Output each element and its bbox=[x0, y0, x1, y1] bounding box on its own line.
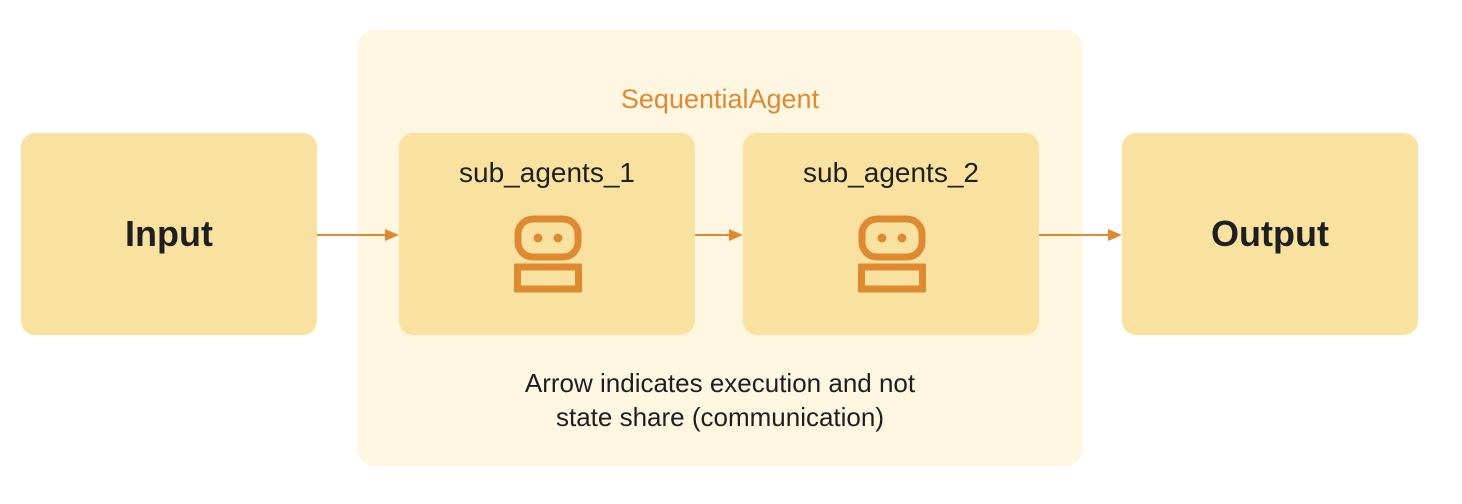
arrow-input-to-sub-agent-1 bbox=[317, 229, 399, 241]
arrow-sub-agent-1-to-sub-agent-2 bbox=[695, 229, 743, 241]
execution-note-line-1: Arrow indicates execution and not bbox=[524, 368, 916, 398]
input-label: Input bbox=[125, 213, 213, 254]
robot-icon bbox=[514, 215, 582, 293]
robot-icon bbox=[858, 215, 926, 293]
sub-agent-1-node: sub_agents_1 bbox=[399, 133, 695, 335]
execution-note-line-2: state share (communication) bbox=[555, 402, 885, 432]
sub-agent-2-node: sub_agents_2 bbox=[743, 133, 1039, 335]
sequential-agent-title: SequentialAgent bbox=[620, 84, 820, 114]
sub-agent-1-label: sub_agents_1 bbox=[459, 157, 635, 188]
input-node: Input bbox=[21, 133, 317, 335]
output-label: Output bbox=[1211, 213, 1329, 254]
sub-agent-2-label: sub_agents_2 bbox=[803, 157, 979, 188]
arrow-sub-agent-2-to-output bbox=[1039, 229, 1122, 241]
output-node: Output bbox=[1122, 133, 1418, 335]
